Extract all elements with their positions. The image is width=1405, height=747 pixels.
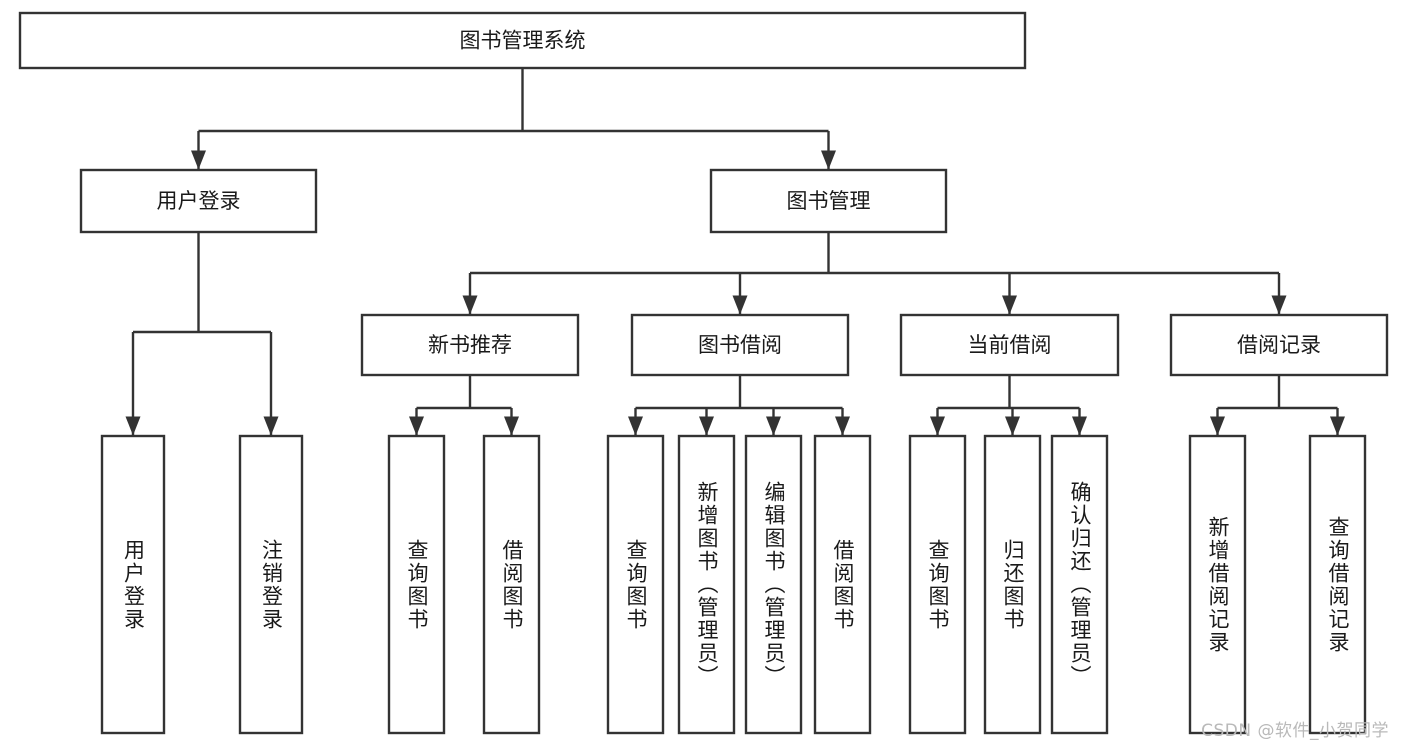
node-label-book-borrow: 图书借阅 bbox=[698, 333, 782, 357]
arrow-head-icon bbox=[462, 295, 478, 315]
arrow-head-icon bbox=[125, 416, 141, 436]
node-box-leaf-confirm-return[interactable] bbox=[1050, 434, 1109, 735]
node-box-user-login[interactable] bbox=[79, 168, 318, 234]
box-layer bbox=[18, 11, 1389, 735]
node-box-leaf-query-book-2[interactable] bbox=[606, 434, 665, 735]
node-box-leaf-add-book[interactable] bbox=[677, 434, 736, 735]
node-box-leaf-borrow-book-2[interactable] bbox=[813, 434, 872, 735]
arrow-head-icon bbox=[699, 416, 714, 436]
arrow-head-icon bbox=[1271, 295, 1287, 315]
node-box-book-borrow[interactable] bbox=[630, 313, 850, 377]
arrow-head-icon bbox=[835, 416, 850, 436]
node-label-book-manage: 图书管理 bbox=[787, 189, 871, 213]
arrow-head-icon bbox=[628, 416, 643, 436]
arrow-head-icon bbox=[821, 150, 836, 170]
node-box-new-book-rec[interactable] bbox=[360, 313, 580, 377]
node-box-leaf-user-login[interactable] bbox=[100, 434, 166, 735]
node-box-leaf-query-book-1[interactable] bbox=[387, 434, 446, 735]
node-box-leaf-query-book-3[interactable] bbox=[908, 434, 967, 735]
node-box-leaf-add-record[interactable] bbox=[1188, 434, 1247, 735]
node-label-root: 图书管理系统 bbox=[460, 29, 586, 53]
node-label-user-login: 用户登录 bbox=[157, 189, 241, 213]
arrow-head-icon bbox=[732, 295, 748, 315]
node-box-leaf-borrow-book-1[interactable] bbox=[482, 434, 541, 735]
watermark: CSDN @软件_小贺同学 bbox=[1201, 721, 1389, 741]
arrow-head-icon bbox=[504, 416, 519, 436]
node-box-leaf-query-record[interactable] bbox=[1308, 434, 1367, 735]
arrow-head-icon bbox=[1005, 416, 1020, 436]
node-box-root[interactable] bbox=[18, 11, 1027, 70]
node-label-borrow-record: 借阅记录 bbox=[1237, 333, 1321, 357]
arrow-head-icon bbox=[1330, 416, 1345, 436]
node-box-current-borrow[interactable] bbox=[899, 313, 1120, 377]
node-box-borrow-record[interactable] bbox=[1169, 313, 1389, 377]
connector-layer bbox=[125, 68, 1345, 436]
node-box-leaf-edit-book[interactable] bbox=[744, 434, 803, 735]
arrow-head-icon bbox=[263, 416, 279, 436]
node-box-leaf-user-logout[interactable] bbox=[238, 434, 304, 735]
arrow-head-icon bbox=[191, 150, 206, 170]
arrow-head-icon bbox=[1210, 416, 1225, 436]
arrow-head-icon bbox=[766, 416, 781, 436]
node-box-leaf-return-book[interactable] bbox=[983, 434, 1042, 735]
node-label-new-book-rec: 新书推荐 bbox=[428, 333, 512, 357]
node-label-current-borrow: 当前借阅 bbox=[968, 333, 1052, 357]
arrow-head-icon bbox=[930, 416, 945, 436]
arrow-head-icon bbox=[1002, 295, 1017, 315]
arrow-head-icon bbox=[1072, 416, 1087, 436]
arrow-head-icon bbox=[409, 416, 424, 436]
node-box-book-manage[interactable] bbox=[709, 168, 948, 234]
